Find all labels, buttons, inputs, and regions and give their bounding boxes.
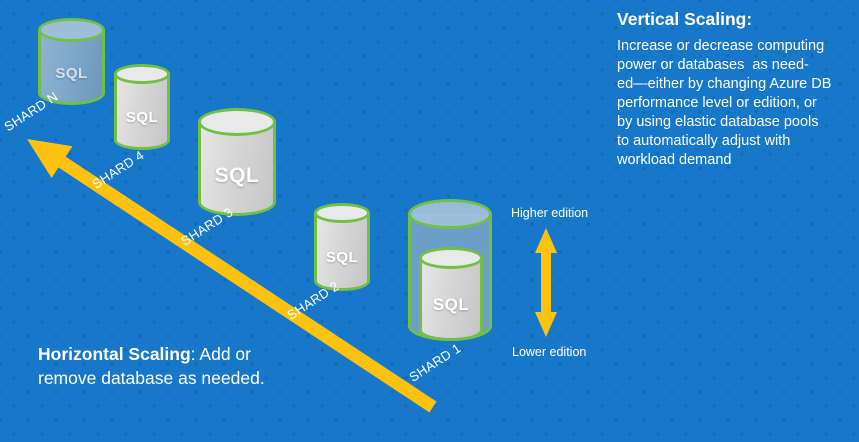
vertical-scaling-heading-row: Vertical Scaling: bbox=[617, 8, 853, 30]
vertical-scaling-heading-colon: : bbox=[746, 9, 753, 29]
cylinder-top bbox=[408, 199, 492, 229]
sql-label: SQL bbox=[214, 164, 260, 187]
vertical-scaling-line: workload demand bbox=[617, 152, 732, 168]
sql-database-cylinder-icon-shard-3: SQL bbox=[198, 108, 276, 216]
sql-database-cylinder-icon-shard-2: SQL bbox=[314, 203, 370, 291]
vertical-scaling-arrowhead-up-icon bbox=[535, 228, 557, 253]
cylinder-top bbox=[114, 64, 170, 84]
sql-label: SQL bbox=[125, 108, 159, 126]
cylinder-top bbox=[198, 108, 276, 136]
cylinder-top bbox=[314, 203, 370, 223]
shard-n-label: SHARD N bbox=[1, 88, 61, 135]
sql-label: SQL bbox=[325, 248, 359, 266]
horizontal-scaling-heading: Horizontal Scaling bbox=[38, 344, 191, 364]
vertical-scaling-arrowhead-down-icon bbox=[535, 312, 557, 337]
cylinder-body bbox=[114, 74, 170, 150]
sql-label: SQL bbox=[432, 295, 470, 314]
vertical-scaling-line: by using elastic database pools bbox=[617, 114, 819, 130]
vertical-scaling-line: to automatically adjust with bbox=[617, 133, 791, 149]
higher-edition-label: Higher edition bbox=[511, 206, 589, 220]
vertical-scaling-text: Vertical Scaling: Increase or decrease c… bbox=[617, 8, 853, 170]
sql-label: SQL bbox=[55, 65, 88, 82]
shard-1-label: SHARD 1 bbox=[406, 340, 464, 385]
horizontal-scaling-arrowhead-icon bbox=[27, 139, 73, 178]
vertical-scaling-heading: Vertical Scaling bbox=[617, 9, 747, 29]
lower-edition-label: Lower edition bbox=[512, 345, 587, 359]
vertical-scaling-line: power or databases as need- bbox=[617, 57, 809, 73]
cylinder-body bbox=[38, 30, 105, 105]
cylinder-top bbox=[419, 247, 483, 269]
shard-2-label: SHARD 2 bbox=[284, 278, 342, 323]
horizontal-scaling-line-1: Horizontal Scaling: Add or bbox=[38, 342, 265, 366]
vertical-scaling-line: ed—either by changing Azure DB bbox=[617, 76, 832, 92]
vertical-scaling-line: performance level or edition, or bbox=[617, 95, 817, 111]
shard-4-label: SHARD 4 bbox=[89, 147, 147, 192]
vertical-scaling-line: Increase or decrease computing bbox=[617, 38, 825, 54]
sql-database-cylinder-icon-shard-4: SQL bbox=[114, 64, 170, 150]
horizontal-scaling-line-2: remove database as needed. bbox=[38, 368, 265, 388]
horizontal-scaling-line-1-rest: : Add or bbox=[190, 344, 251, 364]
sql-database-cylinder-icon-shard-n: SQL bbox=[38, 18, 105, 105]
sql-database-cylinder-icon-shard-1: SQL bbox=[419, 247, 483, 341]
horizontal-scaling-text: Horizontal Scaling: Add or remove databa… bbox=[38, 342, 265, 390]
cylinder-top bbox=[38, 18, 105, 42]
